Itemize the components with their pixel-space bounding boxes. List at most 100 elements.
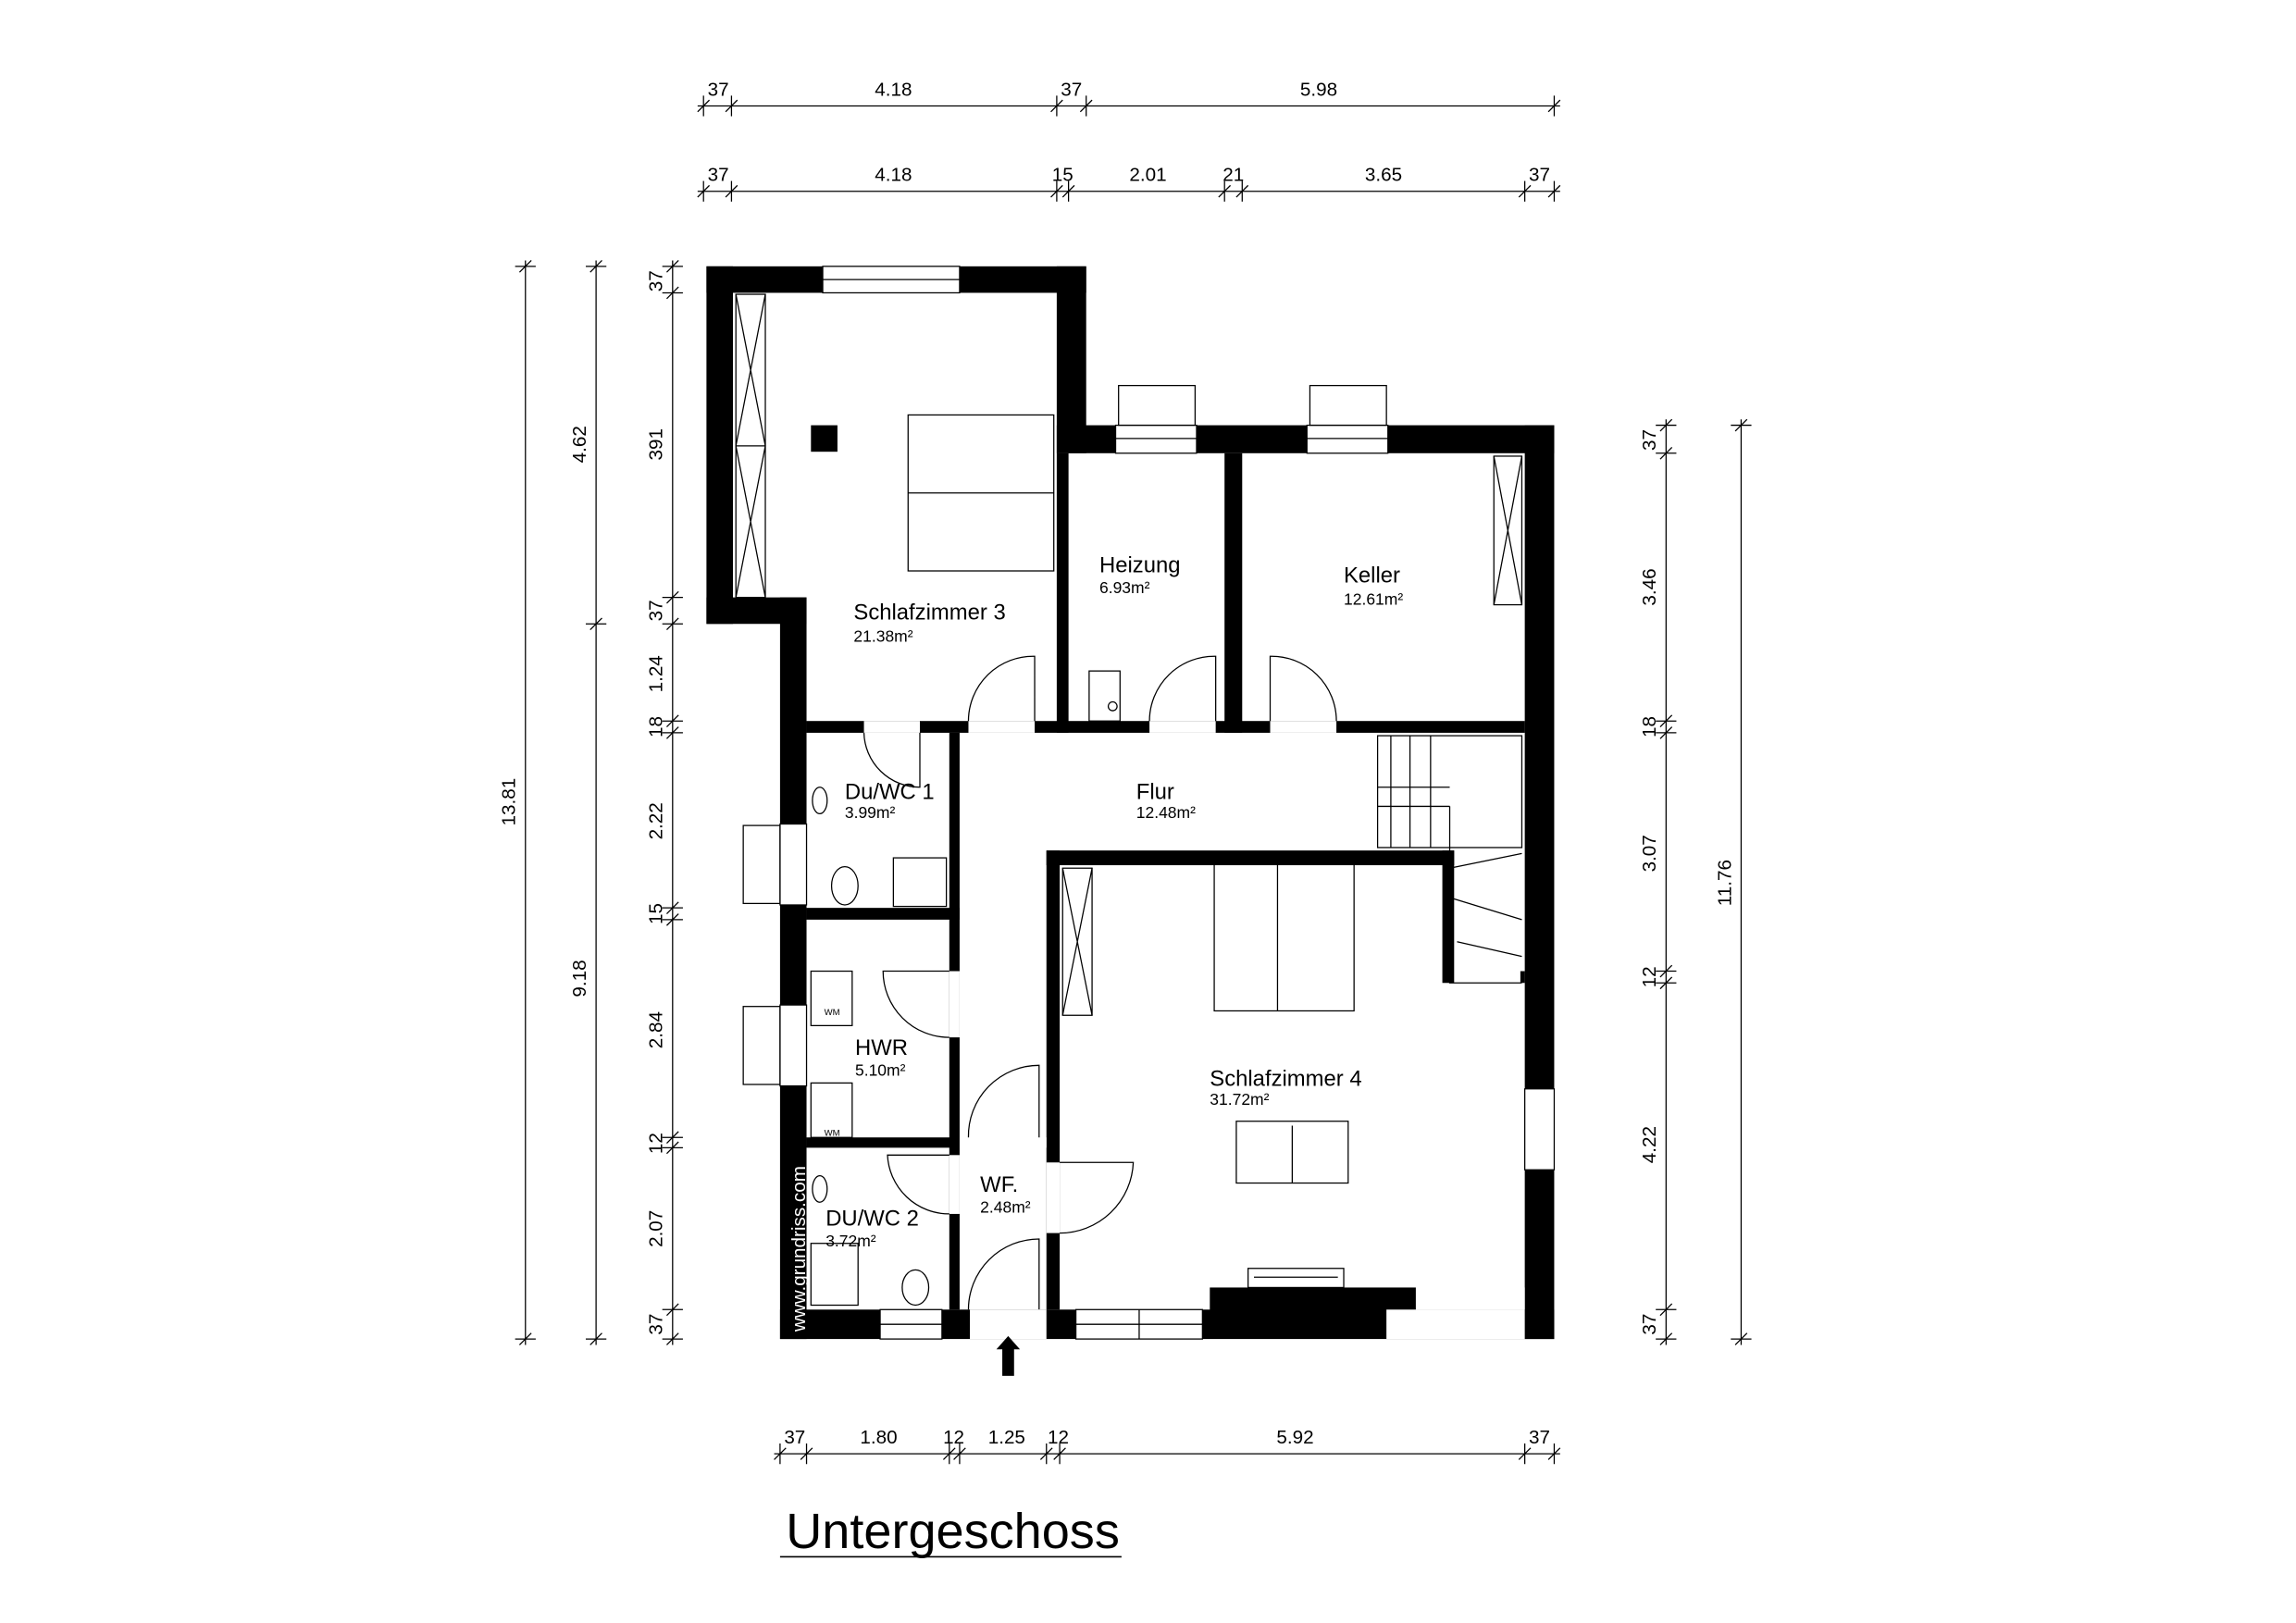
dim-label: 3.07 <box>1639 835 1660 872</box>
dim-label: 21 <box>1222 165 1244 186</box>
dimension-line <box>1659 976 1673 990</box>
dim-label: 12 <box>1048 1427 1069 1448</box>
dim-label: 12 <box>943 1427 964 1448</box>
dimension-line <box>1547 184 1561 198</box>
dim-label: 18 <box>646 716 667 737</box>
dim-label: 5.92 <box>1276 1427 1313 1448</box>
dim-label: 18 <box>1639 716 1660 737</box>
dim-label: 37 <box>708 79 729 100</box>
dimension-line <box>590 260 602 273</box>
dim-label: 37 <box>784 1427 805 1448</box>
room-area: 21.38m² <box>853 626 912 645</box>
dimension-line <box>665 726 679 739</box>
dim-label: 1.24 <box>646 655 667 692</box>
dimension-line <box>725 99 738 113</box>
dimension-line <box>665 1303 679 1317</box>
dim-label: 4.62 <box>569 426 590 463</box>
dim-label: 37 <box>1639 1314 1660 1335</box>
dim-label: 1.80 <box>860 1427 897 1448</box>
dimension-line <box>1050 184 1063 198</box>
dim-label: 37 <box>1529 165 1550 186</box>
dimension-line <box>665 286 679 300</box>
dimension-line <box>665 260 679 273</box>
dim-label: 4.22 <box>1639 1126 1660 1163</box>
dim-label: 9.18 <box>569 960 590 997</box>
room-area: 12.48m² <box>1136 803 1196 822</box>
room-area: 2.48m² <box>980 1197 1031 1216</box>
dim-label: 2.07 <box>646 1210 667 1247</box>
dimension-line <box>590 1332 602 1345</box>
room-name: Flur <box>1136 779 1174 804</box>
dimension-line <box>1218 184 1232 198</box>
room-name: DU/WC 2 <box>825 1207 919 1232</box>
dimension-line <box>665 913 679 926</box>
dimension-line <box>1659 446 1673 460</box>
dimension-line <box>665 590 679 604</box>
dimension-line <box>518 260 532 273</box>
room-area: 12.61m² <box>1344 590 1403 609</box>
dimension-line <box>1518 1447 1532 1460</box>
room-area: 6.93m² <box>1099 578 1150 597</box>
dim-label: 15 <box>1052 165 1074 186</box>
dim-label: 5.98 <box>1300 79 1337 100</box>
dim-label: 3.46 <box>1639 568 1660 605</box>
dim-label: 4.18 <box>875 165 912 186</box>
room-labels: Schlafzimmer 3 21.38m² Heizung 6.93m² Ke… <box>825 553 1403 1250</box>
room-area: 3.72m² <box>825 1232 876 1250</box>
room-name: Du/WC 1 <box>845 779 935 804</box>
dimension-line <box>665 901 679 914</box>
dimension-line <box>1547 1447 1561 1460</box>
dim-label: 37 <box>646 1314 667 1335</box>
dimension-line <box>1659 1303 1673 1317</box>
dimension-line <box>1659 726 1673 739</box>
dim-label: 37 <box>646 270 667 291</box>
dim-label: 37 <box>1639 429 1660 451</box>
dimension-line <box>1061 184 1075 198</box>
dimension-labels: 37 4.18 37 5.98 37 4.18 15 2.01 21 3.65 … <box>499 79 1736 1448</box>
dimension-line <box>1547 99 1561 113</box>
room-name: HWR <box>855 1035 908 1060</box>
dim-label: 3.65 <box>1365 165 1402 186</box>
room-name: Schlafzimmer 4 <box>1210 1067 1361 1092</box>
dim-label: 2.01 <box>1129 165 1166 186</box>
dim-label: 11.76 <box>1714 860 1735 906</box>
floor-title: Untergeschoss <box>786 1504 1120 1559</box>
dim-label: 391 <box>646 428 667 460</box>
dimension-line <box>665 617 679 631</box>
dimension-line <box>1053 1447 1066 1460</box>
dimension-line <box>942 1447 956 1460</box>
dimension-line <box>1235 184 1249 198</box>
room-name: Keller <box>1344 564 1400 588</box>
entrance-arrow-icon <box>996 1335 1021 1376</box>
dim-label: 37 <box>1061 79 1082 100</box>
dimension-line <box>1079 99 1093 113</box>
dimension-line <box>1039 1447 1053 1460</box>
dimension-line <box>774 1447 787 1460</box>
dim-label: 13.81 <box>499 778 520 826</box>
dimension-line <box>665 1131 679 1145</box>
dimension-line <box>1659 964 1673 978</box>
dim-label: 12 <box>1639 966 1660 987</box>
dimension-line <box>800 1447 813 1460</box>
openings: www.grundriss.com WM WM <box>735 266 1556 1376</box>
room-name: Schlafzimmer 3 <box>853 600 1005 625</box>
dim-label: 15 <box>646 903 667 924</box>
dim-label: 2.22 <box>646 802 667 839</box>
dim-label: 4.18 <box>875 79 912 100</box>
dim-label: 1.25 <box>988 1427 1025 1448</box>
dimension-line <box>1734 418 1748 432</box>
dimension-line <box>665 1332 679 1345</box>
dim-label: 37 <box>646 600 667 621</box>
dimension-line <box>1659 1332 1673 1345</box>
dim-label: 2.84 <box>646 1011 667 1048</box>
room-area: 3.99m² <box>845 803 896 822</box>
dim-label: 37 <box>708 165 729 186</box>
watermark: www.grundriss.com <box>788 1166 810 1332</box>
dimension-line <box>725 184 738 198</box>
room-area: 5.10m² <box>855 1060 906 1079</box>
room-area: 31.72m² <box>1210 1090 1269 1109</box>
dimension-line <box>697 184 711 198</box>
wm-label: WM <box>825 1008 840 1018</box>
dimension-line <box>1734 1332 1748 1345</box>
